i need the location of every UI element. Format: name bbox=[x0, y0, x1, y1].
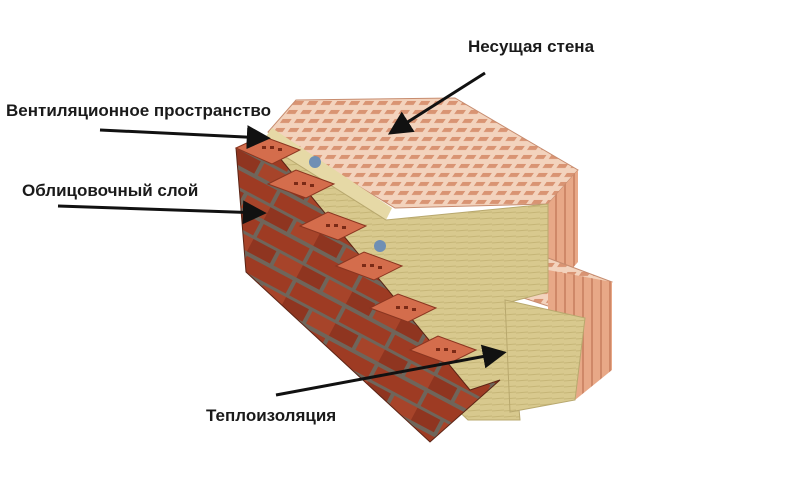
anchor-icon bbox=[374, 240, 386, 252]
label-facing-layer: Облицовочный слой bbox=[22, 181, 199, 200]
anchor-icon bbox=[309, 156, 321, 168]
pointer-arrows bbox=[57, 71, 507, 397]
brick-top bbox=[408, 335, 478, 365]
label-thermal-insulation: Теплоизоляция bbox=[206, 406, 337, 425]
insulation-lower-face bbox=[504, 299, 586, 413]
label-ventilation-gap: Вентиляционное пространство bbox=[6, 101, 271, 120]
facing-brick-layer bbox=[234, 135, 501, 443]
brick-step-tops bbox=[234, 135, 478, 365]
brick-top bbox=[334, 251, 404, 281]
brick-holes bbox=[262, 146, 456, 353]
brick-top bbox=[298, 211, 368, 241]
brick-top bbox=[368, 293, 438, 323]
label-load-bearing-wall: Несущая стена bbox=[468, 37, 595, 56]
arrow-facing-layer bbox=[57, 200, 267, 225]
arrow-load-bearing-wall bbox=[387, 71, 486, 135]
arrow-thermal-insulation bbox=[275, 344, 507, 397]
brick-top bbox=[266, 169, 336, 199]
arrow-ventilation-gap bbox=[99, 125, 271, 150]
